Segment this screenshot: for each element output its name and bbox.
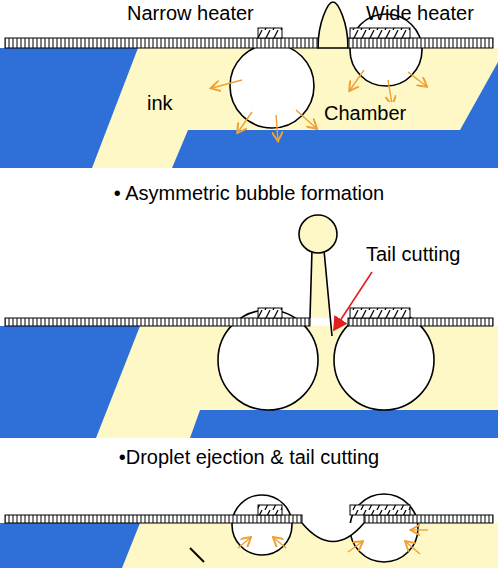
step-caption: • Asymmetric bubble formation: [114, 182, 384, 205]
panel-3: [0, 494, 498, 568]
step-caption: •Droplet ejection & tail cutting: [119, 446, 379, 469]
region-label: ink: [147, 92, 173, 115]
callout-label: Tail cutting: [366, 243, 461, 266]
region-label: Chamber: [322, 102, 408, 125]
heater-label: Narrow heater: [127, 2, 254, 25]
heater-label: Wide heater: [366, 2, 474, 25]
panel-2: [0, 215, 498, 438]
panel-1: [0, 2, 498, 168]
